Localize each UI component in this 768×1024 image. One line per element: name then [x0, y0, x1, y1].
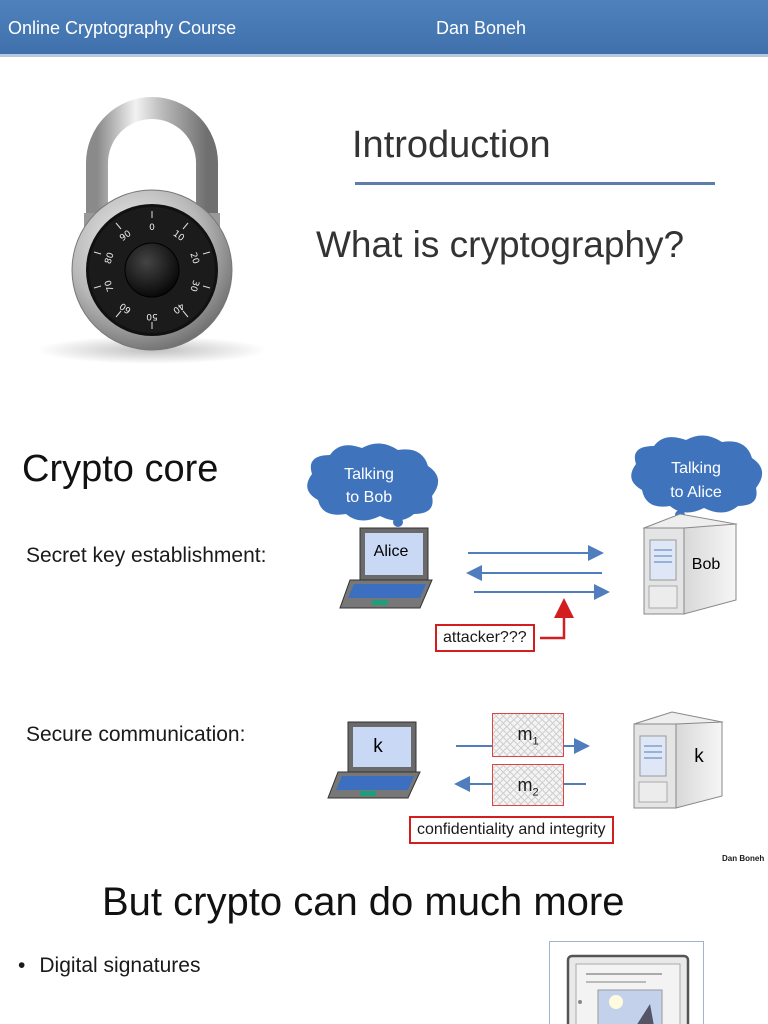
server-k-icon: k [633, 711, 724, 809]
attacker-box: attacker??? [435, 624, 535, 652]
thought-cloud-bob: Talking to Alice [631, 435, 763, 526]
m1-subscript: 1 [532, 735, 539, 748]
bullet-dot-icon: • [18, 954, 26, 977]
bullet-item: • Digital signatures [18, 954, 200, 978]
m1-label: m [517, 724, 533, 744]
padlock-image: 0 10 20 30 40 50 60 70 80 90 [22, 78, 282, 378]
secret-key-label: Secret key establishment: [26, 544, 267, 567]
confidentiality-box: confidentiality and integrity [409, 816, 614, 844]
m2-subscript: 2 [532, 786, 539, 799]
dial-number: 30 [187, 279, 200, 293]
cloud-bob-line2: to Alice [670, 484, 722, 501]
server-key-label: k [694, 746, 704, 767]
laptop-key-label: k [373, 736, 383, 757]
title-divider [355, 182, 715, 185]
m2-label: m [517, 775, 533, 795]
message-m1-box: m1 [492, 713, 564, 757]
signed-document-icon [566, 954, 690, 1024]
crypto-core-diagram: Talking to Bob Talking to Alice Alice Bo… [307, 435, 763, 809]
padlock-icon: 0 10 20 30 40 50 60 70 80 90 [37, 97, 267, 364]
confidentiality-label: confidentiality and integrity [417, 821, 606, 838]
intro-title: Introduction [352, 124, 551, 166]
document-image [549, 941, 704, 1024]
cloud-bob-line1: Talking [671, 460, 721, 477]
laptop-alice-icon: Alice [339, 527, 433, 609]
cloud-alice-line2: to Bob [346, 489, 392, 506]
crypto-core-title: Crypto core [22, 448, 219, 490]
dial-number: 50 [146, 311, 158, 321]
crypto-more-title: But crypto can do much more [102, 880, 625, 924]
thought-cloud-alice: Talking to Bob [307, 443, 439, 534]
slide-footer-author: Dan Boneh [722, 854, 765, 863]
course-title: Online Cryptography Course [8, 18, 237, 38]
dial-number: 0 [149, 223, 155, 233]
attacker-label: attacker??? [443, 629, 527, 646]
bullet-text: Digital signatures [39, 954, 201, 977]
dial-number: 80 [104, 251, 117, 265]
laptop-k-icon: k [327, 721, 421, 799]
message-m2-box: m2 [492, 764, 564, 806]
dial-number: 20 [187, 251, 200, 265]
alice-screen-label: Alice [374, 543, 409, 560]
attacker-arrow [540, 598, 574, 640]
cloud-alice-line1: Talking [344, 466, 394, 483]
slide-header: Online Cryptography Course Dan Boneh [0, 0, 768, 57]
author-name: Dan Boneh [436, 18, 527, 38]
secure-comm-label: Secure communication: [26, 723, 246, 746]
dial-number: 70 [103, 278, 116, 292]
bob-server-label: Bob [692, 556, 721, 573]
intro-subtitle: What is cryptography? [316, 224, 685, 265]
server-bob-icon: Bob [642, 513, 738, 615]
